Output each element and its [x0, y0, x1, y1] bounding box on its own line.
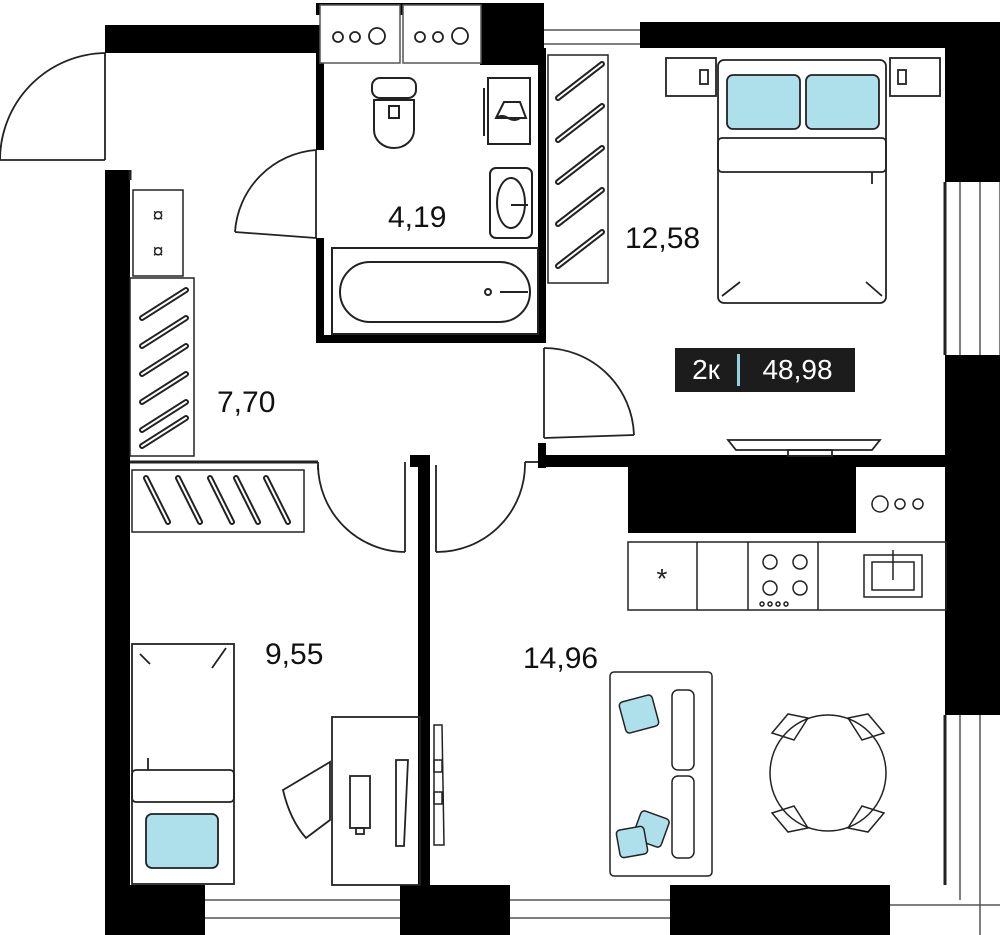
wall-corner-right-top [945, 22, 1000, 182]
badge-separator [737, 354, 740, 386]
doors[interactable] [0, 52, 635, 553]
wall-bath-right [538, 48, 546, 343]
sink-icon [489, 167, 533, 239]
wall-bath-bottom [316, 335, 544, 343]
bathroom-fixtures [331, 77, 539, 335]
bathroom-door[interactable] [234, 149, 317, 239]
towel-rack-icon [483, 77, 531, 145]
toilet-icon [371, 77, 417, 149]
svg-text:¤: ¤ [152, 241, 163, 263]
desk-chair [281, 760, 331, 840]
window-bottom-mid [510, 899, 670, 919]
nightstand-left [665, 57, 717, 97]
double-bed [717, 59, 887, 304]
kitchen-vent-icon [871, 495, 924, 513]
desk [331, 716, 421, 886]
windows [205, 4, 1000, 935]
pillow-right-icon [805, 74, 880, 130]
kitchen-counter [627, 541, 947, 611]
area-hallway: 7,70 [217, 386, 275, 419]
bedroom-door[interactable] [543, 347, 635, 439]
sofa-cushion-3-icon [615, 825, 649, 859]
sofa [609, 671, 713, 877]
wall-kitchen-top [538, 455, 948, 467]
wardrobes: ¤ ¤ [129, 54, 609, 533]
dining-table [769, 713, 887, 833]
nightstand-right [889, 57, 941, 97]
vent-icons [332, 27, 469, 45]
tv-living [433, 724, 445, 846]
total-area: 48,98 [762, 354, 833, 385]
window-bedroom [959, 182, 1000, 355]
walls [105, 3, 1000, 935]
kids-furniture [131, 643, 421, 886]
wall-bath-top-right [480, 3, 544, 65]
svg-text:¤: ¤ [152, 205, 163, 227]
bedroom-furniture [665, 57, 941, 457]
wall-bottom-right [670, 885, 890, 935]
window-top-right [544, 29, 640, 45]
wall-top-right [640, 22, 960, 48]
wall-right-mid [945, 355, 1000, 715]
stove-icon [759, 554, 808, 607]
wardrobe-kids [131, 469, 305, 533]
wall-left-outer [105, 170, 130, 935]
pillow-kids-icon [145, 813, 219, 869]
wall-kitchen-pillar [628, 465, 856, 533]
area-kitchen-living: 14,96 [523, 642, 598, 675]
pillow-left-icon [726, 74, 801, 130]
single-bed [131, 643, 235, 885]
kitchen-furniture: * [433, 495, 947, 877]
area-labels: 4,19 12,58 7,70 9,55 14,96 [217, 201, 700, 675]
window-bottom-left [205, 899, 400, 919]
wall-bath-left-low [316, 238, 324, 343]
sofa-cushion-1-icon [618, 694, 660, 734]
wall-door-jamb [410, 455, 430, 467]
area-bedroom: 12,58 [625, 222, 700, 255]
kids-room-door[interactable] [317, 462, 406, 553]
wall-hall-cap [538, 443, 546, 468]
tv-bedroom [726, 439, 882, 457]
area-bathroom: 4,19 [388, 201, 446, 234]
wardrobe-bath-side [547, 54, 609, 284]
area-kids-room: 9,55 [265, 638, 323, 671]
wall-partition [418, 455, 430, 885]
wall-top-left [105, 25, 320, 53]
bathtub-icon [331, 247, 539, 335]
partitions [128, 170, 947, 885]
wall-bottom-left [105, 885, 205, 935]
shoe-cabinet: ¤ ¤ [132, 189, 184, 277]
wardrobe-hall [129, 277, 195, 457]
kitchen-sink-icon [863, 550, 923, 598]
kitchen-door[interactable] [435, 461, 538, 553]
apartment-badge: 2к 48,98 [675, 348, 855, 392]
rooms-count: 2к [692, 354, 720, 385]
wall-bottom-mid [400, 885, 510, 935]
window-kitchen [890, 715, 1000, 935]
entrance-door[interactable] [0, 52, 106, 161]
wall-bath-left [316, 48, 324, 150]
fridge-icon: * [657, 563, 668, 594]
